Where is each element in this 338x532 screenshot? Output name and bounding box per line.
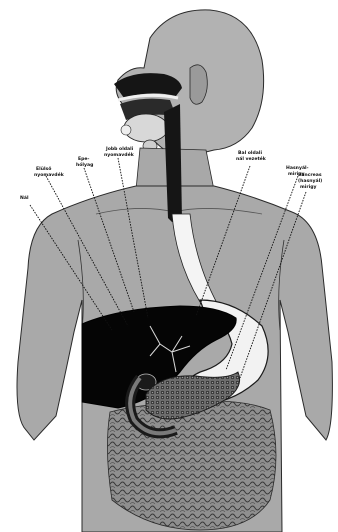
teeth xyxy=(121,125,131,135)
label-epe: Epe-hólyag xyxy=(76,156,93,168)
label-pancreas: Pancreas(hasnyál)mirigy xyxy=(298,172,322,190)
label-nal: Nál xyxy=(20,194,29,201)
